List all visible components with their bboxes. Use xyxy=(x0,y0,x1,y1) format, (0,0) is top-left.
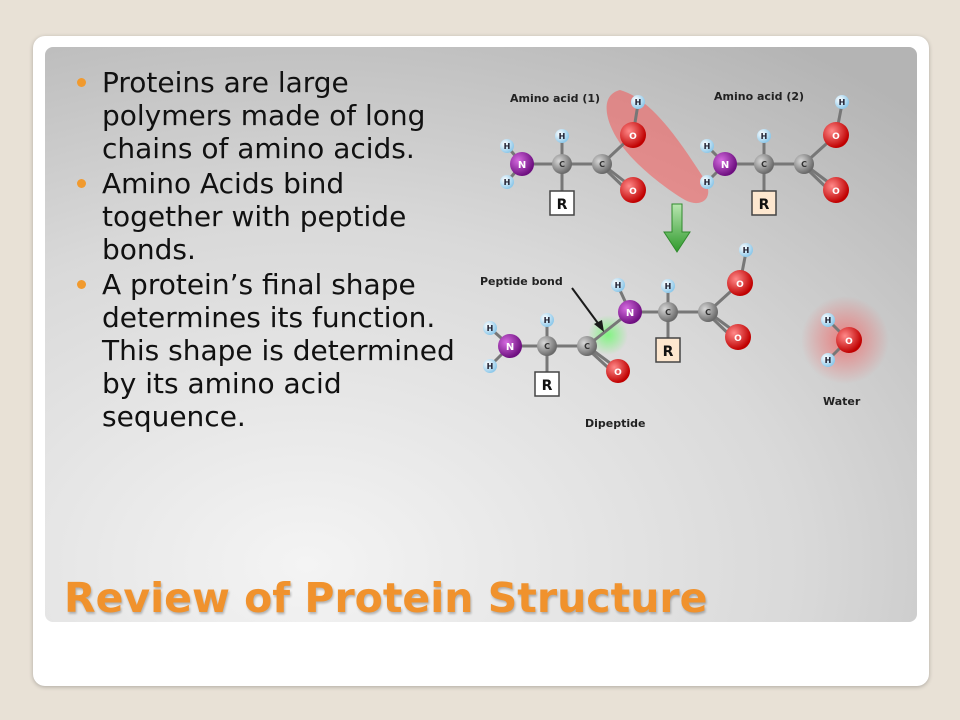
svg-text:H: H xyxy=(839,98,846,107)
dipeptide-atoms: H H N H C R C O H N H C R C H O O xyxy=(483,243,753,397)
svg-text:C: C xyxy=(761,160,767,169)
svg-text:C: C xyxy=(584,342,590,351)
svg-text:H: H xyxy=(743,246,750,255)
svg-text:O: O xyxy=(614,368,622,378)
svg-text:O: O xyxy=(629,132,637,142)
water-molecule: H H O xyxy=(821,313,862,367)
bullet-text: A protein’s final shape determines its f… xyxy=(102,268,455,433)
peptide-bond-diagram: Amino acid (1) Amino acid (2) Peptide bo… xyxy=(480,90,889,430)
amino-acid-1-atoms: H H N H C R C H O O xyxy=(500,95,646,216)
svg-text:H: H xyxy=(504,178,511,187)
svg-text:H: H xyxy=(487,324,494,333)
amino-acid-2-atoms: H H N H C R C H O O xyxy=(700,95,849,216)
label-dipeptide: Dipeptide xyxy=(585,417,645,430)
slide-panel xyxy=(45,47,917,622)
svg-text:H: H xyxy=(559,132,566,141)
svg-text:H: H xyxy=(544,316,551,325)
slide-title: Review of Protein Structure xyxy=(64,574,708,622)
label-amino-acid-1: Amino acid (1) xyxy=(510,92,600,105)
svg-text:H: H xyxy=(635,98,642,107)
svg-text:N: N xyxy=(626,308,634,319)
label-peptide-bond: Peptide bond xyxy=(480,275,563,288)
bullet-item: Amino Acids bind together with peptide b… xyxy=(75,167,460,266)
svg-text:R: R xyxy=(557,197,568,213)
svg-text:H: H xyxy=(487,362,494,371)
svg-text:C: C xyxy=(705,308,711,317)
svg-text:H: H xyxy=(504,142,511,151)
svg-text:O: O xyxy=(832,187,840,197)
svg-text:H: H xyxy=(825,316,832,325)
reaction-arrow-icon xyxy=(663,203,691,253)
bullet-text: Proteins are large polymers made of long… xyxy=(102,66,426,165)
svg-text:H: H xyxy=(615,281,622,290)
svg-text:N: N xyxy=(506,342,514,353)
svg-text:C: C xyxy=(801,160,807,169)
label-amino-acid-2: Amino acid (2) xyxy=(714,90,804,103)
svg-text:H: H xyxy=(665,282,672,291)
svg-text:R: R xyxy=(542,378,553,394)
svg-text:O: O xyxy=(832,132,840,142)
bullet-item: Proteins are large polymers made of long… xyxy=(75,66,460,165)
svg-text:N: N xyxy=(518,160,526,171)
svg-text:R: R xyxy=(759,197,770,213)
svg-text:O: O xyxy=(845,337,853,347)
svg-text:H: H xyxy=(704,178,711,187)
amino-acid-2-molecule xyxy=(705,103,844,195)
bullet-item: A protein’s final shape determines its f… xyxy=(75,268,460,433)
svg-text:O: O xyxy=(629,187,637,197)
svg-text:C: C xyxy=(544,342,550,351)
peptide-bond-pointer-arrow xyxy=(571,287,604,332)
removed-atoms-glow xyxy=(606,90,709,204)
bullet-dot-icon xyxy=(77,280,86,289)
svg-text:C: C xyxy=(665,308,671,317)
svg-text:R: R xyxy=(663,344,674,360)
svg-text:H: H xyxy=(825,356,832,365)
label-water: Water xyxy=(823,395,861,408)
svg-text:O: O xyxy=(734,334,742,344)
bullet-dot-icon xyxy=(77,78,86,87)
svg-text:C: C xyxy=(559,160,565,169)
svg-text:H: H xyxy=(761,132,768,141)
svg-text:C: C xyxy=(599,160,605,169)
svg-text:N: N xyxy=(721,160,729,171)
bullet-text: Amino Acids bind together with peptide b… xyxy=(102,167,407,266)
svg-text:O: O xyxy=(736,280,744,290)
svg-text:H: H xyxy=(704,142,711,151)
bullet-dot-icon xyxy=(77,179,86,188)
bullet-list: Proteins are large polymers made of long… xyxy=(75,66,460,435)
